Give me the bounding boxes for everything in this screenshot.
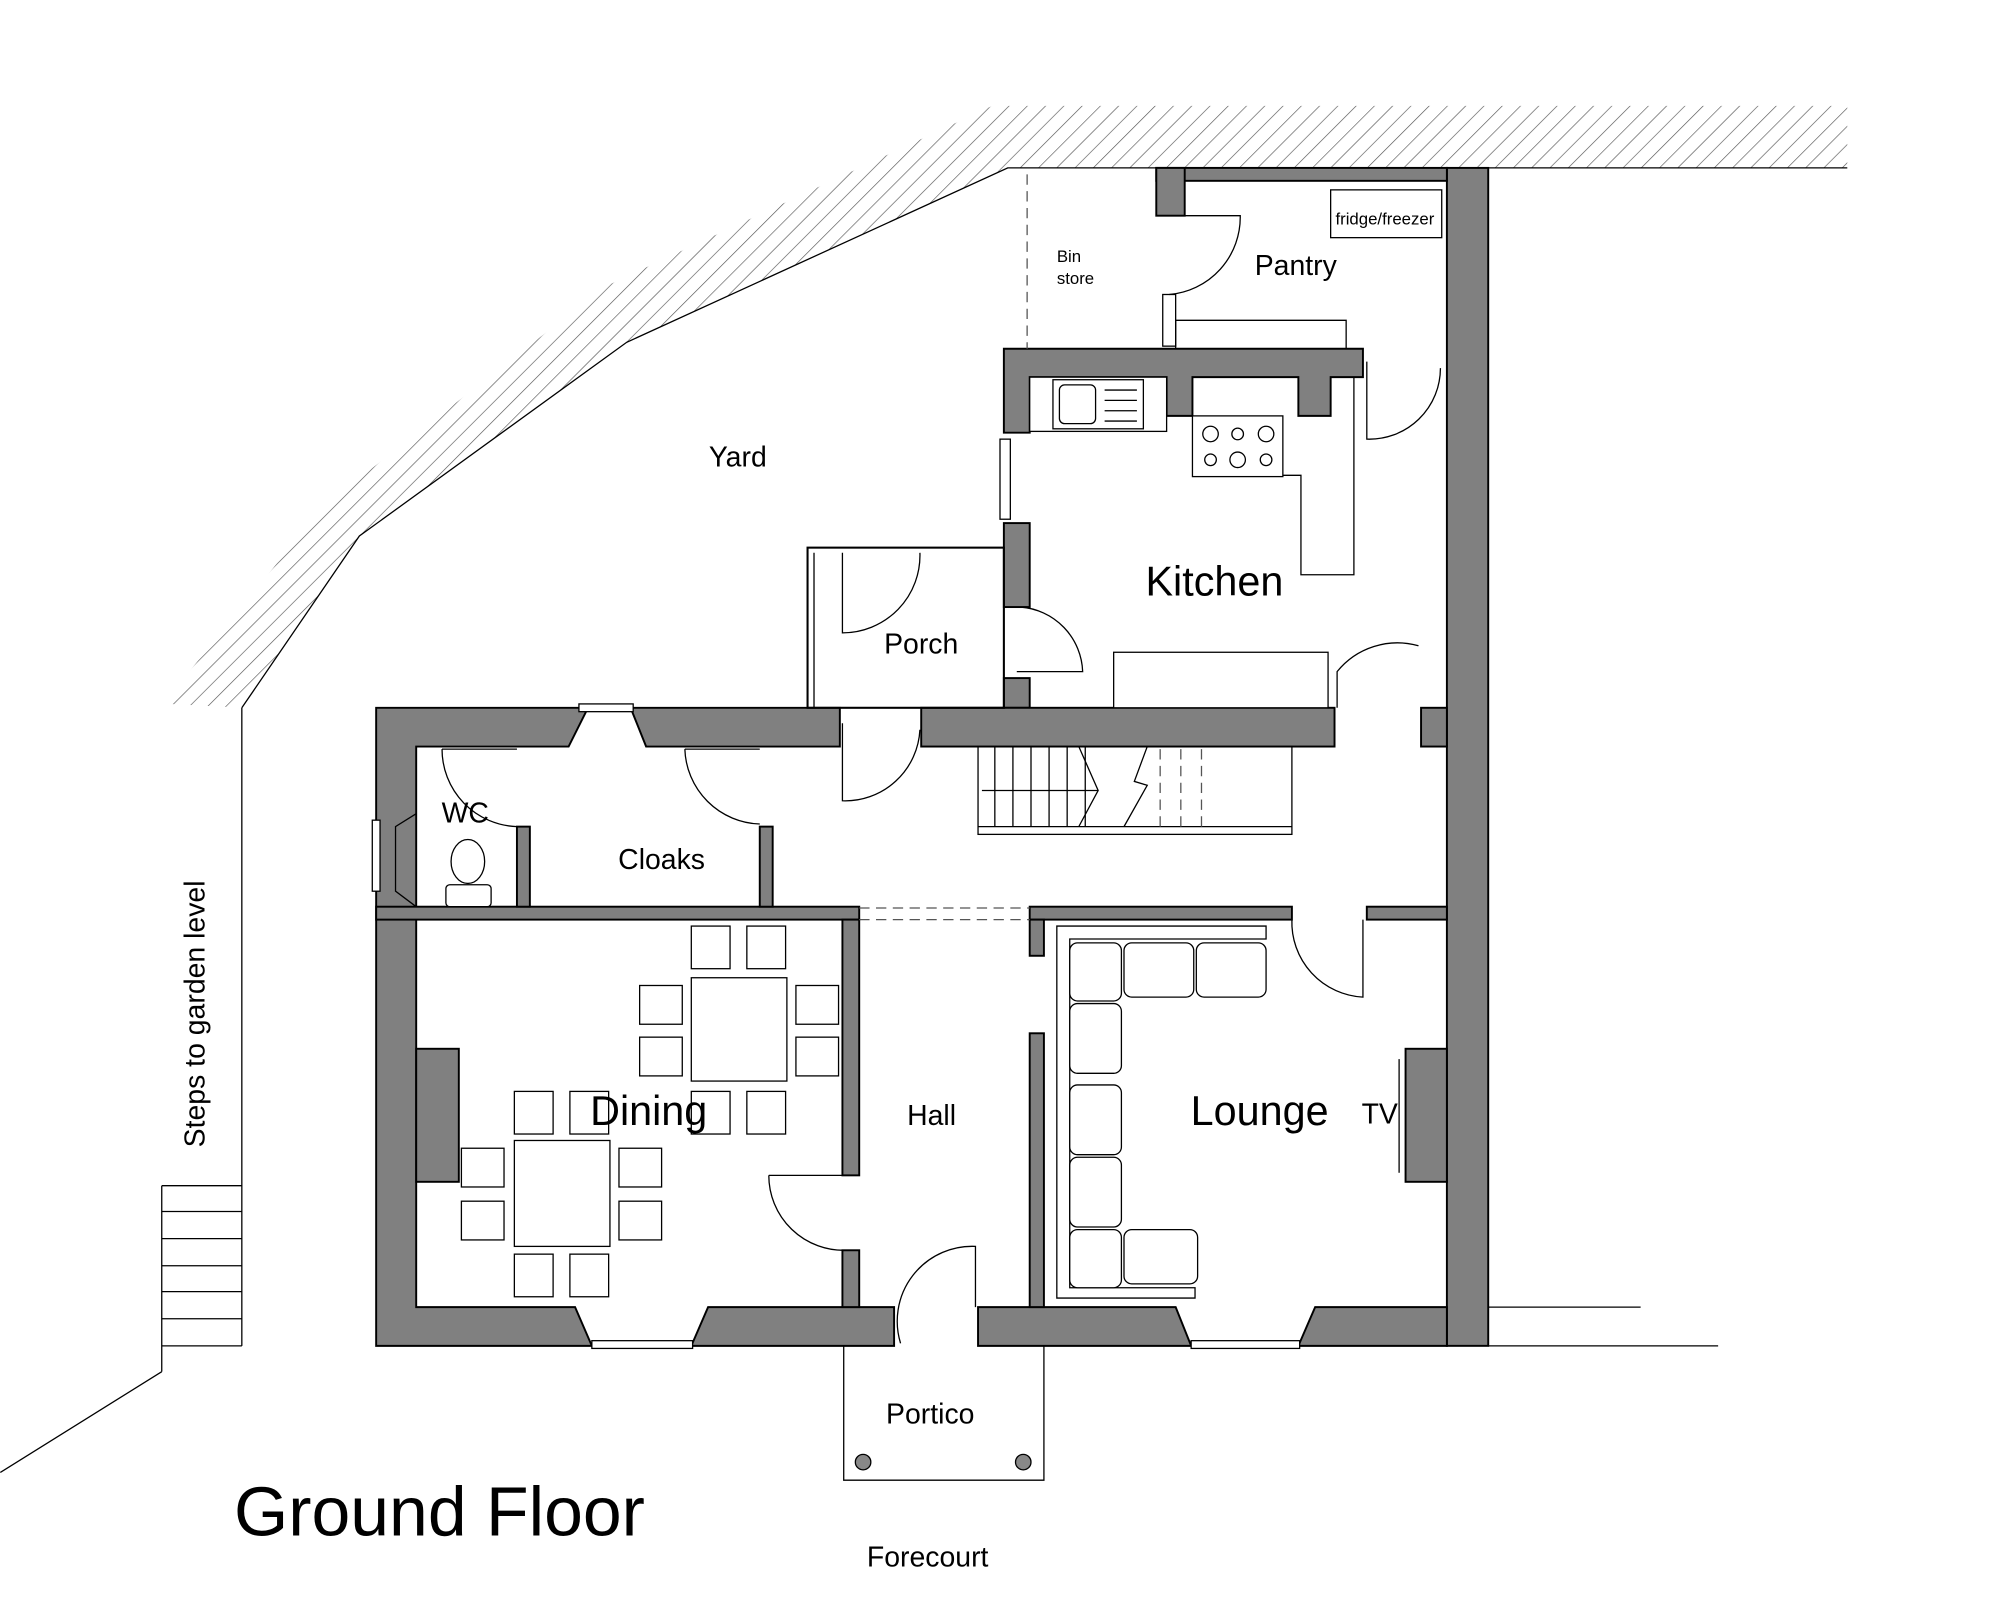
toilet [394, 813, 492, 908]
plan-title: Ground Floor [234, 1473, 645, 1551]
room-label-dining: Dining [590, 1088, 707, 1134]
room-label-bin-store-2: store [1057, 269, 1094, 288]
room-label-pantry: Pantry [1255, 250, 1338, 282]
room-label-bin-store-1: Bin [1057, 247, 1081, 266]
kitchen-fittings [1029, 189, 1443, 709]
fridge-freezer [1330, 189, 1443, 239]
room-label-lounge: Lounge [1191, 1088, 1329, 1134]
room-label-hall: Hall [907, 1100, 956, 1132]
windows [371, 293, 1400, 1350]
steps-label: Steps to garden level [179, 880, 211, 1147]
room-label-portico: Portico [886, 1398, 974, 1430]
tv-label: TV [1362, 1099, 1398, 1131]
doors [441, 215, 1442, 1344]
room-label-kitchen: Kitchen [1145, 558, 1283, 604]
walls [375, 166, 1490, 1347]
room-label-porch: Porch [884, 629, 958, 661]
corner-sofa [1056, 925, 1267, 1299]
room-label-cloaks: Cloaks [618, 844, 705, 876]
forecourt-label: Forecourt [867, 1542, 989, 1574]
garden-steps [0, 1185, 242, 1473]
fridge-freezer-label: fridge/freezer [1335, 210, 1434, 229]
room-label-wc: WC [442, 798, 489, 830]
site-lines [806, 174, 1719, 1347]
room-label-yard: Yard [709, 441, 767, 473]
staircase [977, 745, 1293, 836]
portico [843, 1345, 1045, 1481]
dining-furniture [460, 925, 840, 1298]
